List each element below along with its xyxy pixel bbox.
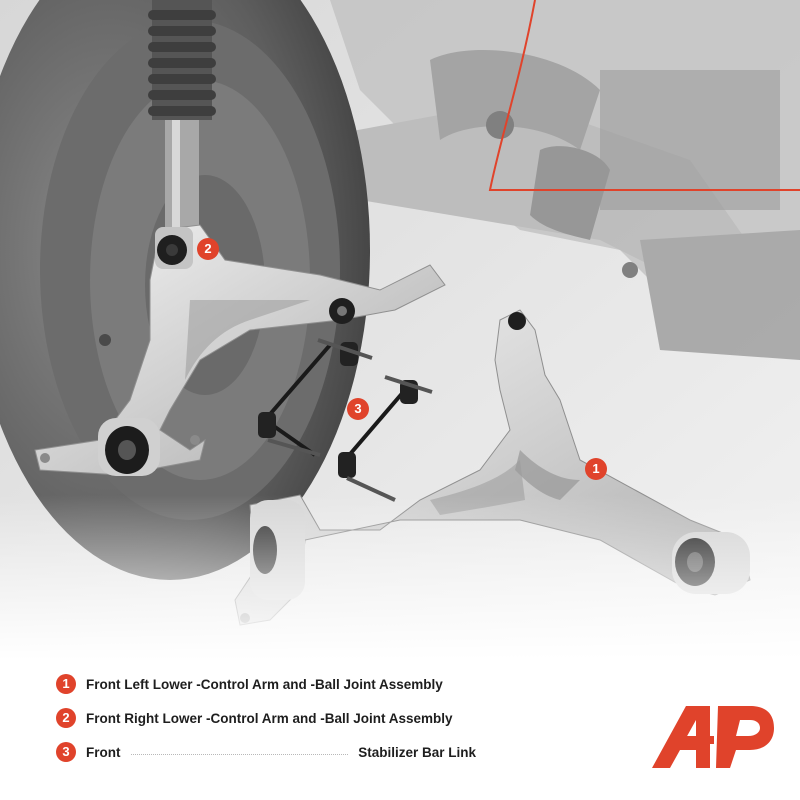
legend-badge-3: 3	[56, 742, 76, 762]
callout-1: 1	[585, 458, 607, 480]
callout-2: 2	[197, 238, 219, 260]
legend-item-1: 1 Front Left Lower -Control Arm and -Bal…	[56, 672, 496, 696]
legend-badge-1: 1	[56, 674, 76, 694]
legend-badge-2: 2	[56, 708, 76, 728]
legend-label-3: Front	[86, 744, 121, 760]
callout-3: 3	[347, 398, 369, 420]
suspension-photo	[0, 0, 800, 660]
legend-label-3-right: Stabilizer Bar Link	[358, 744, 476, 760]
legend-item-3: 3 Front Stabilizer Bar Link	[56, 740, 476, 764]
legend-item-2: 2 Front Right Lower -Control Arm and -Ba…	[56, 706, 496, 730]
legend-label-1: Front Left Lower -Control Arm and -Ball …	[86, 676, 443, 692]
legend-dotted-leader	[130, 753, 349, 755]
brand-logo	[652, 706, 774, 768]
legend-label-2: Front Right Lower -Control Arm and -Ball…	[86, 710, 453, 726]
